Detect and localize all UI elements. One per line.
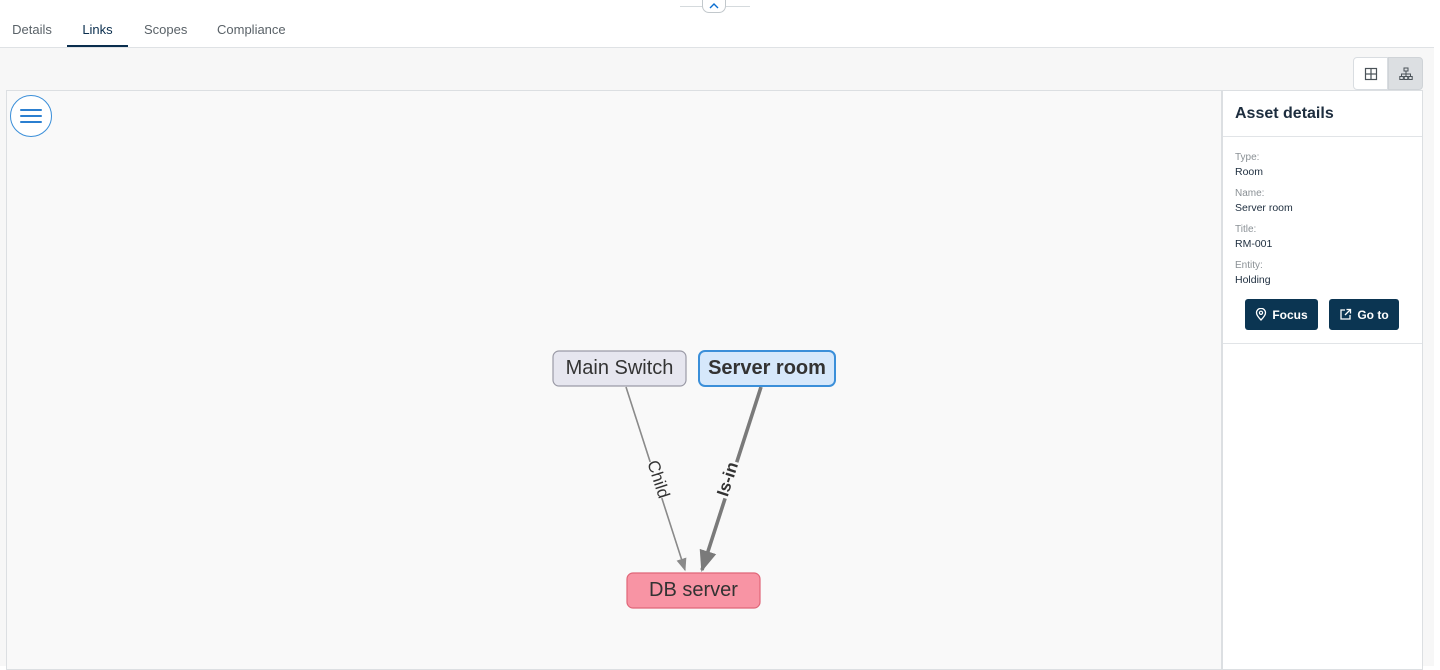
field-value-entity: Holding [1235,274,1271,286]
network-graph: Child Is-in Main Switch Server room DB s… [552,350,836,609]
field-label-entity: Entity: [1235,260,1263,271]
external-link-icon [1340,308,1352,320]
edge-label-is-in: Is-in [713,460,742,499]
field-value-name: Server room [1235,202,1293,214]
node-label: Main Switch [566,357,674,379]
location-pin-icon [1256,308,1267,321]
field-label-type: Type: [1235,152,1260,163]
hamburger-menu-icon [20,109,42,123]
table-view-icon [1364,67,1377,80]
field-value-title: RM-001 [1235,238,1273,250]
focus-button[interactable]: Focus [1245,299,1318,330]
tab-compliance[interactable]: Compliance [217,22,286,37]
edge-label-child: Child [643,458,673,501]
focus-button-label: Focus [1272,307,1308,322]
collapse-header-button[interactable] [702,0,726,13]
field-value-type: Room [1235,166,1264,178]
asset-details-panel: Asset details Type: Room Name: Server ro… [1222,90,1423,670]
divider [1223,343,1422,344]
tab-details[interactable]: Details [12,22,52,37]
field-label-title: Title: [1235,224,1257,235]
node-db-server[interactable]: DB server [626,572,761,609]
tab-scopes[interactable]: Scopes [144,22,188,37]
go-to-button-label: Go to [1357,307,1389,322]
network-view-button[interactable] [1388,57,1423,90]
page-edge [1434,0,1440,666]
node-server-room[interactable]: Server room [698,350,836,387]
node-main-switch[interactable]: Main Switch [552,350,687,387]
chevron-up-icon [709,3,719,9]
table-view-button[interactable] [1353,57,1388,90]
view-toggle [1353,57,1423,90]
node-label: Server room [708,357,826,379]
asset-details-title: Asset details [1235,105,1334,122]
node-label: DB server [649,579,738,601]
network-view-icon [1398,67,1413,80]
graph-menu-button[interactable] [10,95,52,137]
go-to-button[interactable]: Go to [1329,299,1399,330]
tab-links[interactable]: Links [67,22,128,47]
divider [1223,136,1422,137]
field-label-name: Name: [1235,188,1265,199]
